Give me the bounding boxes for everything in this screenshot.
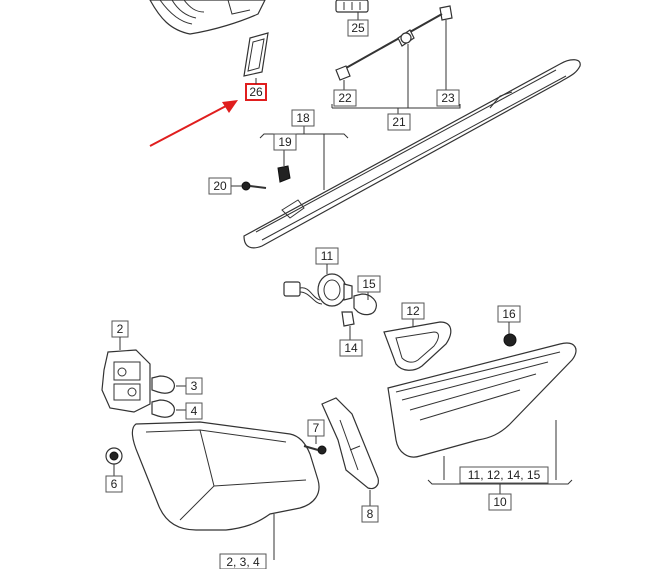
part-8-bracket[interactable] bbox=[321, 397, 379, 490]
callout-8: 8 bbox=[361, 505, 379, 523]
svg-text:2: 2 bbox=[117, 322, 124, 336]
svg-text:6: 6 bbox=[111, 477, 118, 491]
part-20-screw[interactable] bbox=[241, 181, 267, 191]
highlight-arrow bbox=[149, 100, 238, 147]
part-11-bulb-holder[interactable] bbox=[283, 273, 353, 307]
part-18-trim-strip[interactable] bbox=[243, 59, 581, 249]
part-14-bulb-small[interactable] bbox=[341, 311, 355, 327]
callout-20: 20 bbox=[208, 177, 232, 195]
svg-text:23: 23 bbox=[441, 91, 455, 105]
part-3-bulb[interactable] bbox=[151, 375, 175, 394]
svg-text:16: 16 bbox=[502, 307, 516, 321]
callout-15: 15 bbox=[357, 275, 381, 293]
callout-11-12-14-15: 11, 12, 14, 15 bbox=[459, 466, 549, 484]
callout-12: 12 bbox=[401, 302, 425, 320]
callout-3: 3 bbox=[185, 377, 203, 395]
callout-25: 25 bbox=[347, 19, 369, 37]
callout-23: 23 bbox=[436, 89, 460, 107]
part-4-bulb[interactable] bbox=[151, 399, 175, 418]
part-23-clip[interactable] bbox=[439, 5, 453, 21]
part-2-bulb-carrier[interactable] bbox=[101, 349, 151, 413]
svg-text:26: 26 bbox=[249, 85, 263, 99]
callout-18: 18 bbox=[291, 109, 315, 127]
part-19-clip[interactable] bbox=[277, 165, 291, 183]
callout-14: 14 bbox=[339, 339, 363, 357]
svg-text:2, 3, 4: 2, 3, 4 bbox=[226, 555, 260, 569]
part-7-screw[interactable] bbox=[303, 445, 327, 455]
callout-19: 19 bbox=[273, 133, 297, 151]
part-10-inner-tail-light[interactable] bbox=[387, 342, 577, 458]
callout-2-3-4: 2, 3, 4 bbox=[219, 553, 267, 569]
callout-22: 22 bbox=[333, 89, 357, 107]
svg-text:22: 22 bbox=[338, 91, 352, 105]
svg-text:20: 20 bbox=[213, 179, 227, 193]
svg-text:12: 12 bbox=[406, 304, 420, 318]
callout-4: 4 bbox=[185, 402, 203, 420]
svg-text:7: 7 bbox=[313, 421, 320, 435]
callout-21: 21 bbox=[387, 113, 411, 131]
callout-6: 6 bbox=[105, 475, 123, 493]
svg-text:14: 14 bbox=[344, 341, 358, 355]
svg-text:21: 21 bbox=[392, 115, 406, 129]
callout-11: 11 bbox=[315, 247, 339, 265]
svg-text:25: 25 bbox=[351, 21, 365, 35]
part-26-reflector[interactable] bbox=[243, 32, 269, 77]
svg-text:11: 11 bbox=[321, 249, 334, 263]
svg-text:15: 15 bbox=[362, 277, 376, 291]
svg-text:10: 10 bbox=[493, 495, 507, 509]
part-22-grommet[interactable] bbox=[335, 65, 351, 81]
callout-2: 2 bbox=[111, 320, 129, 338]
part-25-connector[interactable] bbox=[335, 0, 369, 13]
svg-text:19: 19 bbox=[278, 135, 292, 149]
part-16-nut[interactable] bbox=[503, 333, 517, 347]
part-12-gasket[interactable] bbox=[383, 321, 452, 371]
callout-7: 7 bbox=[307, 419, 325, 437]
svg-text:4: 4 bbox=[191, 404, 198, 418]
callout-10: 10 bbox=[488, 493, 512, 511]
part-6-grommet[interactable] bbox=[105, 447, 123, 465]
svg-text:8: 8 bbox=[367, 507, 374, 521]
svg-text:11, 12, 14, 15: 11, 12, 14, 15 bbox=[468, 468, 541, 482]
part-15-bulb[interactable] bbox=[353, 293, 377, 316]
outer-tail-light[interactable] bbox=[131, 421, 320, 531]
part-21-adjuster-rod[interactable] bbox=[345, 13, 443, 69]
svg-text:3: 3 bbox=[191, 379, 198, 393]
car-body-fragment bbox=[149, 0, 266, 35]
callout-16: 16 bbox=[497, 305, 521, 323]
callout-26: 26 bbox=[245, 83, 267, 101]
svg-text:18: 18 bbox=[296, 111, 310, 125]
